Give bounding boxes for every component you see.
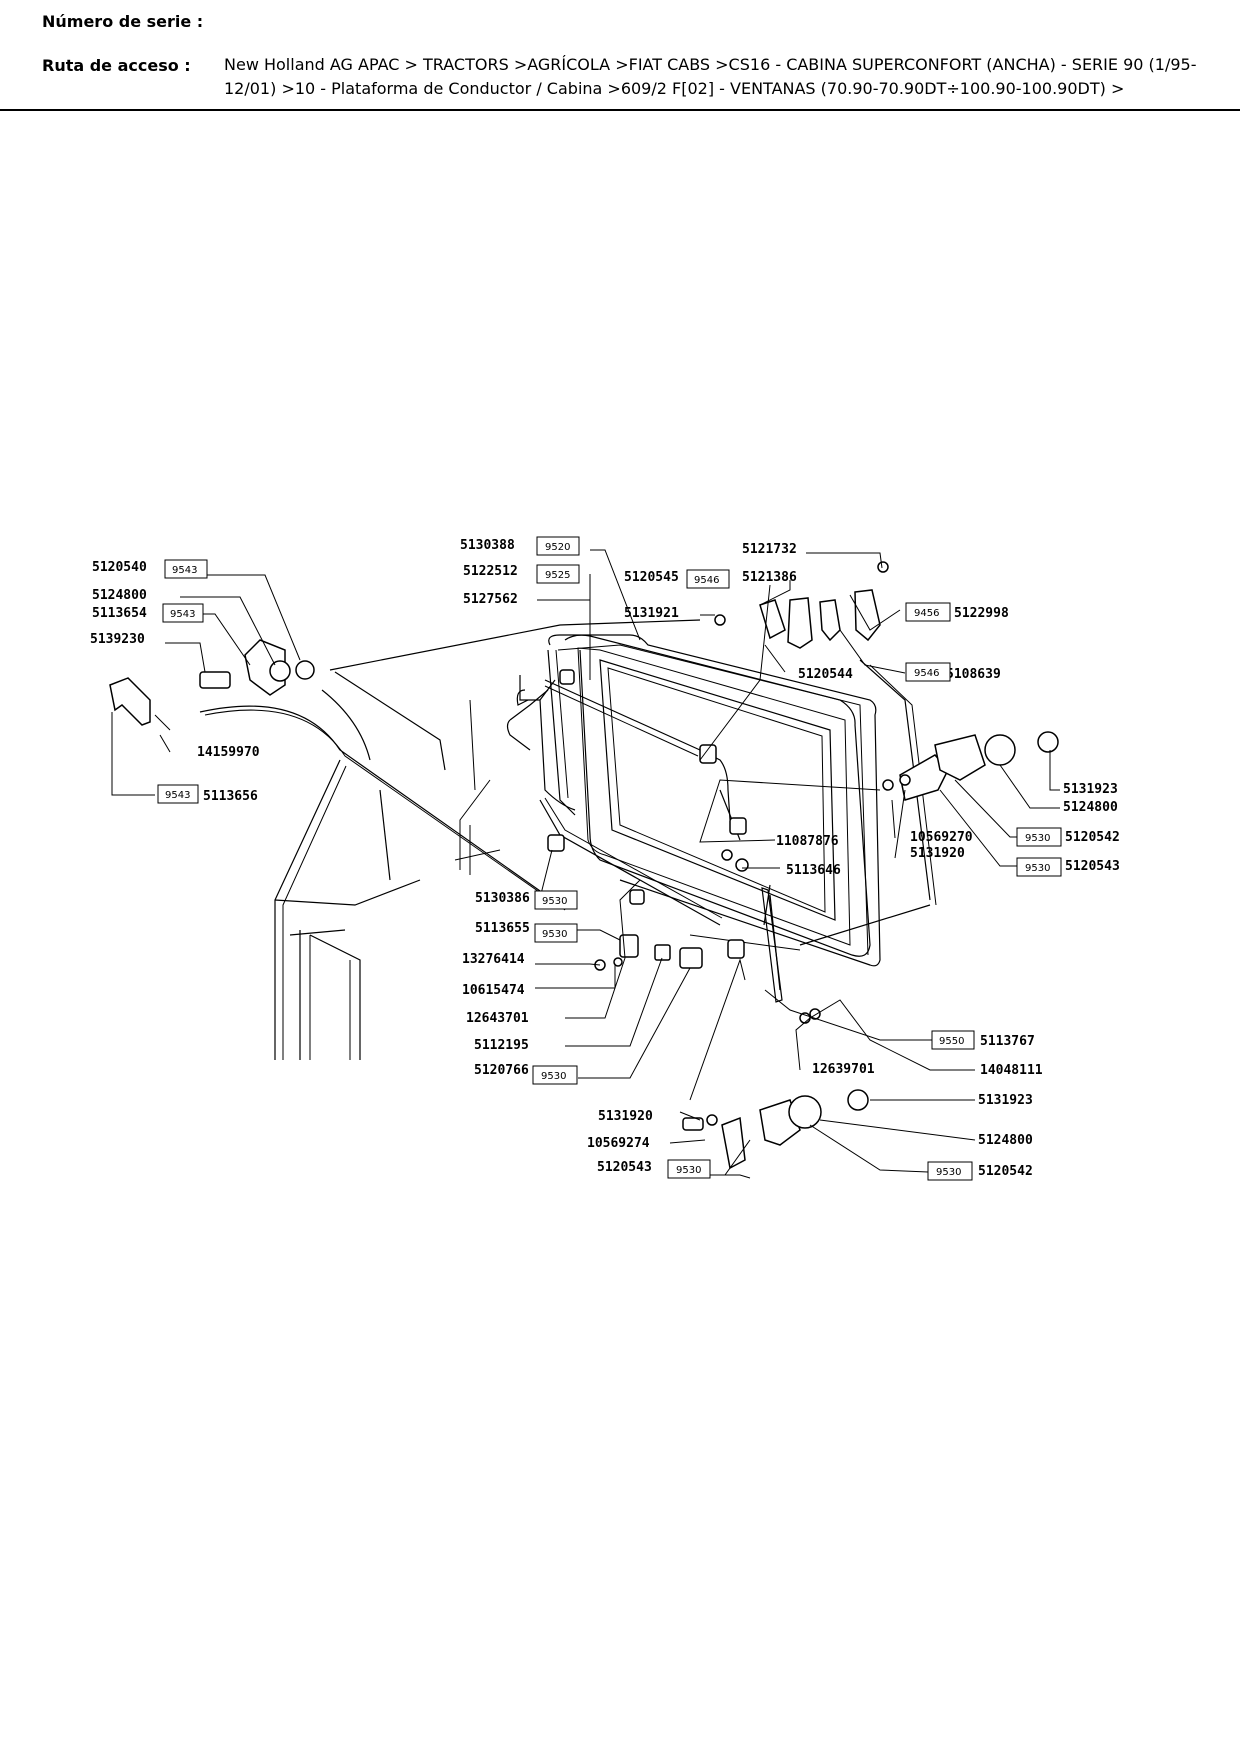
reference-boxes: 9543 9543 9543 9520 9525 9546 9456 9546 … <box>157 536 1062 1181</box>
access-route-label: Ruta de acceso : <box>42 56 191 75</box>
part-number[interactable]: 5120543 <box>597 1160 652 1175</box>
part-number[interactable]: 5131923 <box>1063 782 1118 797</box>
part-number[interactable]: 5124800 <box>978 1133 1033 1148</box>
part-number[interactable]: 5113646 <box>786 863 841 878</box>
serial-number-label: Número de serie : <box>42 12 204 31</box>
ref-box-label[interactable]: 9530 <box>541 1071 566 1082</box>
part-number[interactable]: 14048111 <box>980 1063 1043 1078</box>
part-number[interactable]: 5113654 <box>92 606 147 621</box>
part-number[interactable]: 5108639 <box>946 667 1001 682</box>
ref-box-label[interactable]: 9546 <box>694 575 719 586</box>
part-number[interactable]: 13276414 <box>462 952 525 967</box>
ref-box-label[interactable]: 9550 <box>939 1036 964 1047</box>
part-number[interactable]: 5131920 <box>910 846 965 861</box>
part-number[interactable]: 5127562 <box>463 592 518 607</box>
part-number-labels: 5120540 5124800 5113654 5139230 14159970… <box>90 538 1120 1179</box>
ref-box-label[interactable]: 9530 <box>1025 833 1050 844</box>
ref-box-label[interactable]: 9530 <box>676 1165 701 1176</box>
part-number[interactable]: 11087876 <box>776 834 839 849</box>
access-route-line-2[interactable]: 12/01) >10 - Plataforma de Conductor / C… <box>224 79 1125 98</box>
header-divider <box>0 109 1240 111</box>
part-number[interactable]: 5120545 <box>624 570 679 585</box>
part-number[interactable]: 12643701 <box>466 1011 529 1026</box>
part-number[interactable]: 5124800 <box>92 588 147 603</box>
ref-box-label[interactable]: 9530 <box>1025 863 1050 874</box>
access-route-line-1[interactable]: New Holland AG APAC > TRACTORS >AGRÍCOLA… <box>224 55 1197 74</box>
part-number[interactable]: 12639701 <box>812 1062 875 1077</box>
part-number[interactable]: 5120544 <box>798 667 853 682</box>
part-number[interactable]: 5120542 <box>978 1164 1033 1179</box>
leader-lines <box>111 549 1060 1179</box>
window-linkage-drawing <box>506 669 783 1003</box>
ref-box-label[interactable]: 9530 <box>936 1167 961 1178</box>
part-number[interactable]: 5122998 <box>954 606 1009 621</box>
document-header: Número de serie : Ruta de acceso : New H… <box>0 0 1240 112</box>
part-number[interactable]: 5131923 <box>978 1093 1033 1108</box>
part-number[interactable]: 5120543 <box>1065 859 1120 874</box>
ref-box-label[interactable]: 9525 <box>545 570 570 581</box>
part-number[interactable]: 5120540 <box>92 560 147 575</box>
ref-box-label[interactable]: 9546 <box>914 668 939 679</box>
part-number[interactable]: 5113656 <box>203 789 258 804</box>
exploded-parts-drawing <box>109 561 1059 1170</box>
part-number[interactable]: 5113767 <box>980 1034 1035 1049</box>
ref-box-label[interactable]: 9543 <box>170 609 195 620</box>
part-number[interactable]: 14159970 <box>197 745 260 760</box>
ref-box-label[interactable]: 9530 <box>542 896 567 907</box>
part-number[interactable]: 5131921 <box>624 606 679 621</box>
part-number[interactable]: 5124800 <box>1063 800 1118 815</box>
part-number[interactable]: 5121386 <box>742 570 797 585</box>
ref-box-label[interactable]: 9543 <box>165 790 190 801</box>
part-number[interactable]: 10569274 <box>587 1136 650 1151</box>
part-number[interactable]: 5112195 <box>474 1038 529 1053</box>
ref-box-label[interactable]: 9520 <box>545 542 570 553</box>
part-number[interactable]: 5121732 <box>742 542 797 557</box>
part-number[interactable]: 5122512 <box>463 564 518 579</box>
part-number[interactable]: 5131920 <box>598 1109 653 1124</box>
window-frame-drawing <box>539 634 881 967</box>
part-number[interactable]: 5130388 <box>460 538 515 553</box>
part-number[interactable]: 10615474 <box>462 983 525 998</box>
ref-box-label[interactable]: 9530 <box>542 929 567 940</box>
part-number[interactable]: 10569270 <box>910 830 973 845</box>
cab-frame-drawing <box>199 619 937 1060</box>
part-number[interactable]: 5139230 <box>90 632 145 647</box>
part-number[interactable]: 5120766 <box>474 1063 529 1078</box>
ref-box-label[interactable]: 9456 <box>914 608 939 619</box>
part-number[interactable]: 5130386 <box>475 891 530 906</box>
ref-box-label[interactable]: 9543 <box>172 565 197 576</box>
part-number[interactable]: 5113655 <box>475 921 530 936</box>
part-number[interactable]: 5120542 <box>1065 830 1120 845</box>
